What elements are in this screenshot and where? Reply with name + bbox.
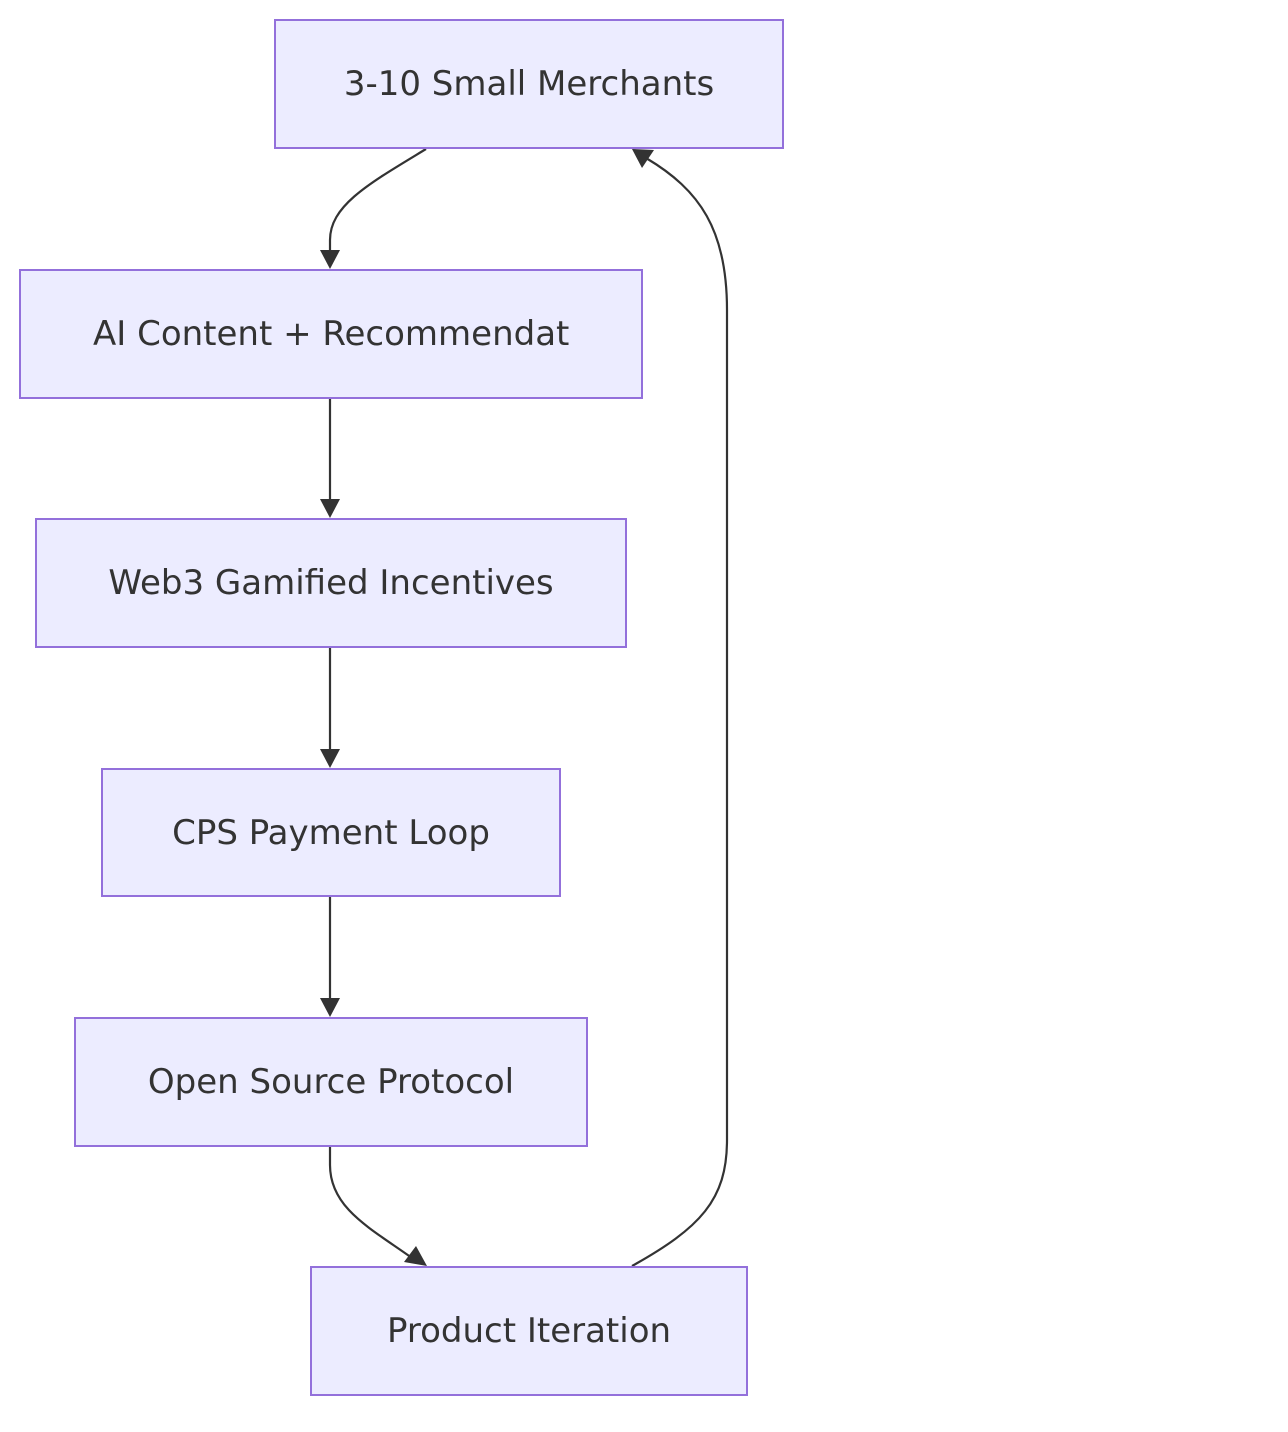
edge-protocol-to-iteration: [328, 1147, 413, 1259]
node-label: Web3 Gamified Incentives: [108, 563, 554, 603]
arrowhead-web3: [320, 499, 340, 518]
node-small-merchants: 3-10 Small Merchants: [274, 19, 784, 149]
arrowhead-merchants: [632, 149, 654, 168]
node-label: Product Iteration: [386, 1311, 672, 1351]
arrowhead-ai: [320, 250, 340, 269]
edge-merchants-to-ai: [328, 148, 427, 252]
edge-iteration-to-merchants: [631, 157, 729, 1267]
node-label-clip: AI Content + Recommendation: [93, 314, 571, 354]
node-label: AI Content + Recommendation: [93, 314, 571, 354]
arrowhead-iteration: [404, 1246, 427, 1266]
node-web3-gamified-incentives: Web3 Gamified Incentives: [35, 518, 627, 648]
node-ai-content-recommendation: AI Content + Recommendation: [19, 269, 643, 399]
node-open-source-protocol: Open Source Protocol: [74, 1017, 588, 1147]
arrowhead-protocol: [320, 998, 340, 1017]
arrowhead-cps: [320, 749, 340, 768]
node-product-iteration: Product Iteration: [310, 1266, 748, 1396]
node-label: Open Source Protocol: [147, 1062, 515, 1102]
node-label: 3-10 Small Merchants: [343, 64, 715, 104]
node-label: CPS Payment Loop: [172, 812, 490, 853]
node-cps-payment-loop: CPS Payment Loop: [101, 768, 561, 897]
